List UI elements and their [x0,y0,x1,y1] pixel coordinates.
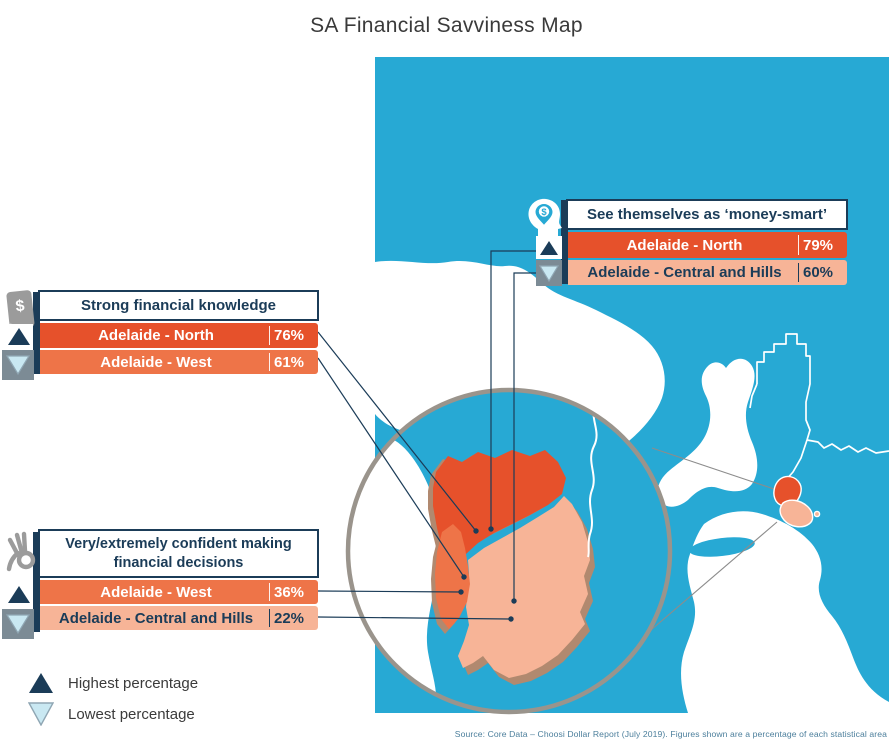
box-bevel [33,532,40,632]
callout-knowledge-row-west: Adelaide - West 61% [40,350,318,374]
highest-triangle-tab [5,324,33,348]
callout-money-smart-row-north: Adelaide - North 79% [568,232,847,258]
region-adelaide-north [433,450,566,557]
percentage-value: 36% [274,583,305,601]
callout-confidence-header: Very/extremely confident making financia… [38,529,319,578]
highest-triangle-tab [536,236,562,259]
box-bevel [33,292,40,374]
callout-knowledge-header: Strong financial knowledge [38,290,319,321]
callout-confidence-row-west: Adelaide - West 36% [40,580,318,604]
region-adelaide-west [435,524,470,629]
area-label: Adelaide - West [100,353,212,371]
lowest-triangle-tab [536,260,562,286]
area-label: Adelaide - North [98,327,214,344]
area-label: Adelaide - North [626,236,743,254]
legend-label: Highest percentage [68,674,199,692]
magnifier-ring [345,387,673,715]
highest-triangle-tab [5,582,33,607]
head-money-pin-icon: $ [523,196,565,238]
percentage-value: 60% [803,264,834,281]
percentage-value: 76% [274,327,305,344]
region-adelaide-central-and-hills [458,496,590,678]
lowest-triangle-tab [2,609,34,639]
up-triangle-icon [29,673,53,693]
callout-connectors [317,250,537,620]
percentage-value: 61% [274,353,305,371]
zoom-cone-lines [629,447,778,649]
legend-lowest: Lowest percentage [28,702,195,726]
legend-highest: Highest percentage [28,672,198,694]
percentage-value: 22% [274,609,305,627]
area-label: Adelaide - Central and Hills [58,609,254,627]
percentage-value: 79% [803,236,834,254]
callout-dots [458,526,517,622]
callout-knowledge-row-north: Adelaide - North 76% [40,323,318,348]
lake [689,537,755,557]
callout-money-smart-row-central: Adelaide - Central and Hills 60% [568,260,847,285]
source-note: Source: Core Data – Choosi Dollar Report… [454,729,887,739]
callout-money-smart-header: See themselves as ‘money-smart’ [566,199,848,230]
svg-text:$: $ [15,298,26,316]
area-label: Adelaide - West [100,583,212,601]
svg-text:$: $ [541,207,547,218]
ok-hand-icon [2,531,40,573]
legend-label: Lowest percentage [68,705,195,723]
lowest-triangle-tab [2,350,34,380]
box-bevel [561,200,568,284]
down-triangle-icon [28,702,54,726]
area-label: Adelaide - Central and Hills [587,264,782,281]
page-title: SA Financial Savviness Map [310,14,583,37]
callout-confidence-row-central: Adelaide - Central and Hills 22% [40,606,318,630]
adelaide-marker [773,475,821,528]
